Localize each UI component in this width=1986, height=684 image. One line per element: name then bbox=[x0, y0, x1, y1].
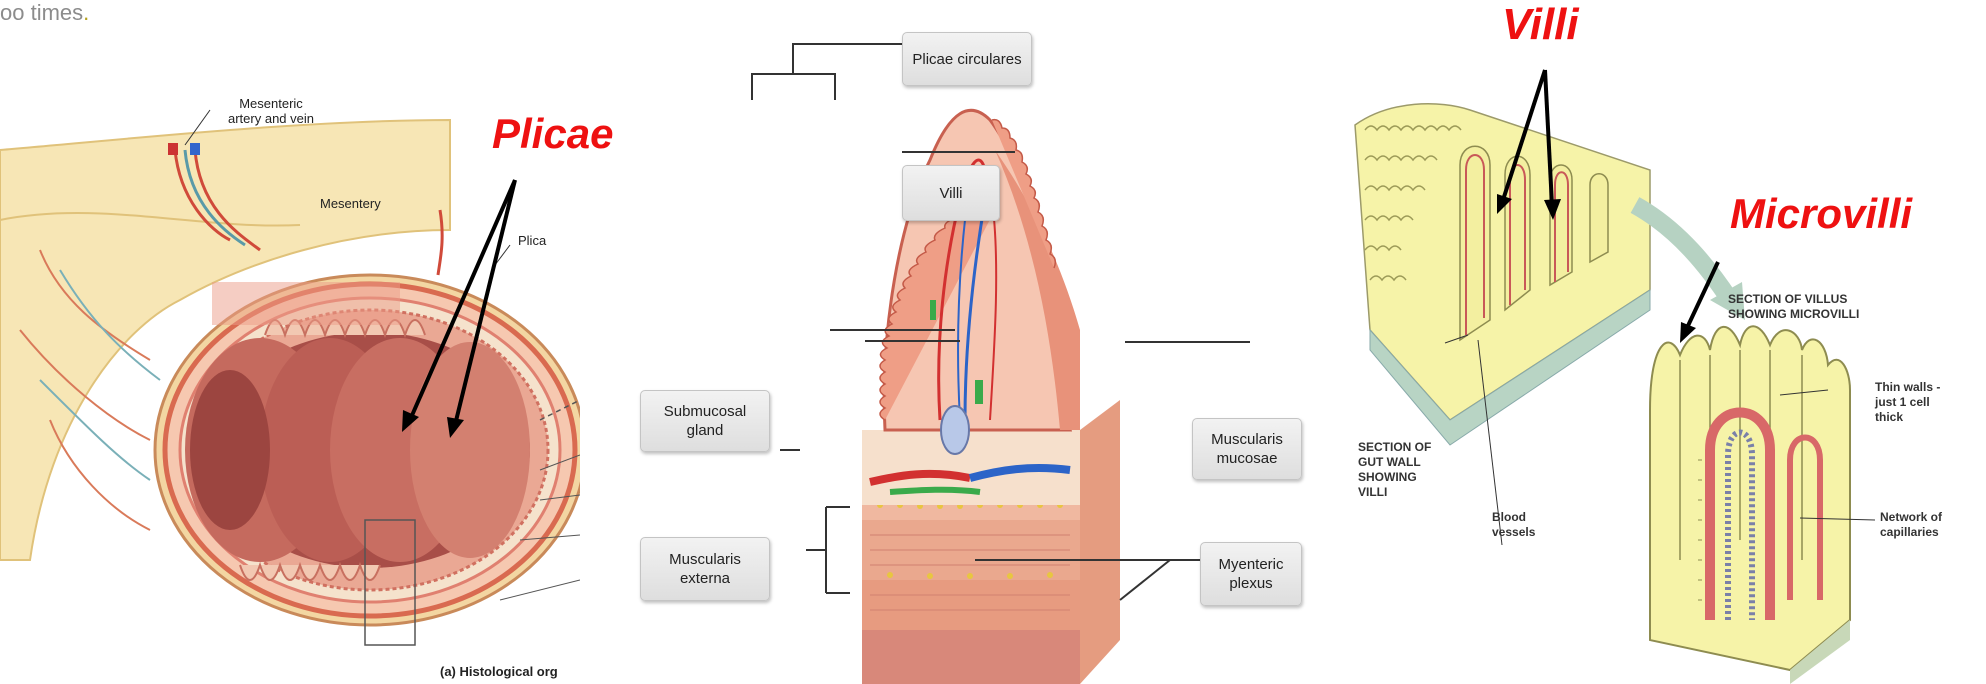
villi-title: Villi bbox=[1502, 0, 1579, 50]
villi-label-box: Villi bbox=[902, 165, 1000, 221]
villi-microvilli-panel: Villi Microvilli SECTION OF VILLUS SHOWI… bbox=[1350, 0, 1986, 684]
mesentery-label: Mesentery bbox=[320, 196, 381, 211]
myenteric-plexus-label: Myenteric plexus bbox=[1200, 542, 1302, 606]
plicae-circulares-label: Plicae circulares bbox=[902, 32, 1032, 86]
villi-microvilli-illustration bbox=[1350, 0, 1986, 684]
villus-diagram-panel: Plicae circulares Villi Submucosal gland… bbox=[640, 0, 1320, 684]
mesenteric-artery-vein-label: Mesenteric artery and vein bbox=[228, 96, 314, 126]
section-gut-wall-label: SECTION OF GUT WALL SHOWING VILLI bbox=[1358, 440, 1431, 500]
network-capillaries-label: Network of capillaries bbox=[1880, 510, 1942, 540]
thin-walls-label: Thin walls - just 1 cell thick bbox=[1875, 380, 1940, 425]
submucosal-gland-label: Submucosal gland bbox=[640, 390, 770, 452]
plica-label: Plica bbox=[518, 233, 546, 248]
histological-caption: (a) Histological org bbox=[440, 664, 558, 679]
section-villus-label: SECTION OF VILLUS SHOWING MICROVILLI bbox=[1728, 292, 1859, 322]
muscularis-mucosae-label: Muscularis mucosae bbox=[1192, 418, 1302, 480]
blood-vessels-label: Blood vessels bbox=[1492, 510, 1535, 540]
plicae-title: Plicae bbox=[492, 110, 613, 158]
intestine-cross-section-panel: Mesenteric artery and vein Mesentery Pli… bbox=[0, 0, 580, 684]
muscularis-externa-label: Muscularis externa bbox=[640, 537, 770, 601]
microvilli-title: Microvilli bbox=[1730, 190, 1912, 238]
